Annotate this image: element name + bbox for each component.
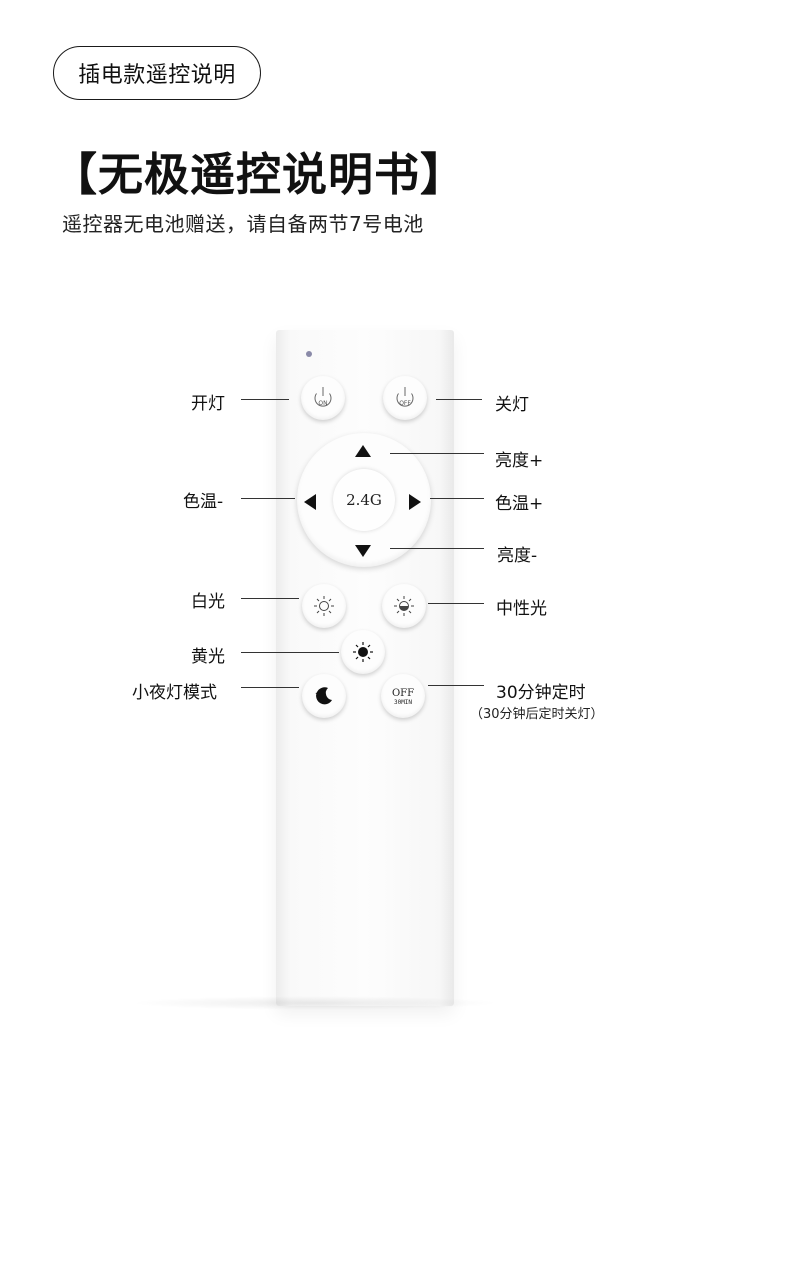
leader-line — [241, 498, 295, 499]
leader-line — [428, 685, 484, 686]
label-timer: 30分钟定时 — [496, 683, 586, 703]
timer-button[interactable]: OFF 30MIN — [381, 674, 425, 718]
arrow-right-icon[interactable] — [408, 493, 422, 511]
leader-line — [428, 603, 484, 604]
arrow-down-icon[interactable] — [354, 544, 372, 558]
leader-line — [390, 453, 484, 454]
power-icon: OFF — [396, 387, 414, 407]
page-subtitle: 遥控器无电池赠送，请自备两节7号电池 — [62, 212, 424, 236]
white-light-button[interactable] — [302, 584, 346, 628]
label-on: 开灯 — [191, 394, 225, 414]
off-text: OFF — [399, 400, 411, 407]
sun-outline-icon — [314, 596, 334, 616]
on-button[interactable]: ON — [301, 376, 345, 420]
leader-line — [241, 399, 289, 400]
leader-line — [436, 399, 482, 400]
sun-solid-icon — [353, 642, 373, 662]
night-mode-button[interactable] — [302, 674, 346, 718]
label-off: 关灯 — [495, 395, 529, 415]
timer-min-text: 30MIN — [394, 699, 412, 706]
label-timer-note: （30分钟后定时关灯） — [470, 707, 604, 722]
label-color-temp-down: 色温- — [183, 492, 224, 512]
leader-line — [241, 652, 339, 653]
sun-half-icon — [394, 596, 414, 616]
remote-shadow — [130, 996, 500, 1010]
label-brightness-up: 亮度+ — [495, 451, 544, 471]
power-icon: ON — [314, 387, 332, 407]
page-title: 【无极遥控说明书】 — [52, 148, 467, 201]
label-neutral-light: 中性光 — [496, 599, 547, 619]
arrow-left-icon[interactable] — [303, 493, 317, 511]
timer-off-text: OFF — [392, 688, 414, 699]
section-tag: 插电款遥控说明 — [53, 46, 261, 100]
label-white-light: 白光 — [191, 592, 225, 612]
leader-line — [241, 598, 299, 599]
moon-star-icon — [315, 687, 332, 705]
center-button[interactable]: 2.4G — [333, 469, 395, 531]
label-yellow-light: 黄光 — [191, 647, 225, 667]
on-text: ON — [318, 400, 327, 407]
label-brightness-down: 亮度- — [497, 546, 538, 566]
label-color-temp-up: 色温+ — [495, 494, 544, 514]
arrow-up-icon[interactable] — [354, 444, 372, 458]
leader-line — [390, 548, 484, 549]
timer-icon: OFF 30MIN — [392, 688, 414, 706]
leader-line — [241, 687, 299, 688]
off-button[interactable]: OFF — [383, 376, 427, 420]
label-night-mode: 小夜灯模式 — [132, 683, 217, 703]
neutral-light-button[interactable] — [382, 584, 426, 628]
leader-line — [430, 498, 484, 499]
yellow-light-button[interactable] — [341, 630, 385, 674]
indicator-led — [306, 351, 312, 357]
